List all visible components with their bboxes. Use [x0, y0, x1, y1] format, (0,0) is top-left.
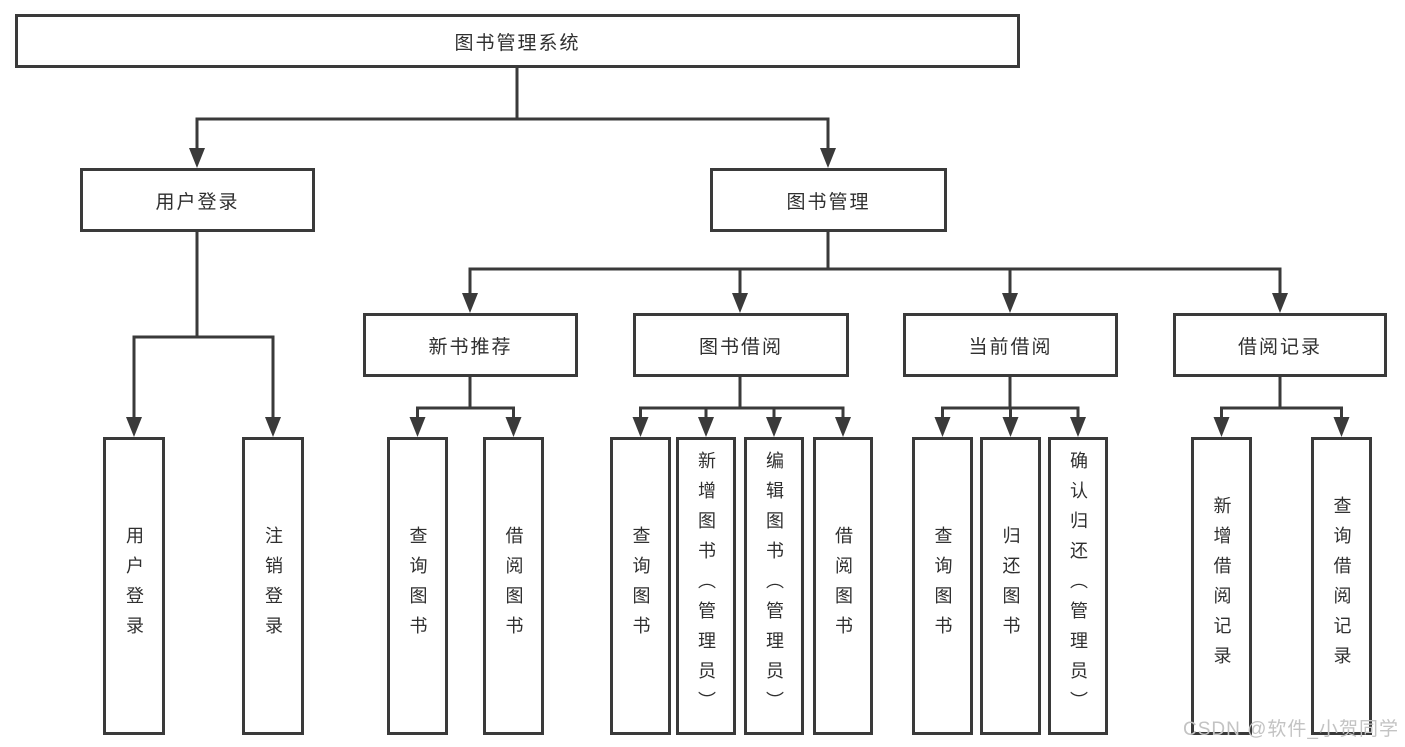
csdn-watermark: CSDN @软件_小贺同学 [1183, 719, 1399, 740]
leaf-borrow-books: 借阅图书 [813, 437, 873, 735]
leaf-confirm-return-admin: 确认归还（管理员） [1048, 437, 1108, 735]
leaf-add-borrow-record: 新增借阅记录 [1191, 437, 1252, 735]
leaf-label: 查询图书 [407, 526, 428, 646]
node-book-borrow: 图书借阅 [633, 313, 849, 377]
node-root-label: 图书管理系统 [454, 32, 581, 54]
leaf-label: 借阅图书 [503, 526, 524, 646]
leaf-edit-books-admin: 编辑图书（管理员） [744, 437, 804, 735]
leaf-label: 用户登录 [124, 526, 144, 646]
node-label: 新书推荐 [428, 336, 513, 358]
leaf-label: 借阅图书 [833, 526, 853, 646]
arrowheads [126, 148, 1350, 437]
node-new-book-recommend: 新书推荐 [363, 313, 578, 377]
leaf-label: 新增图书（管理员） [696, 451, 716, 721]
leaf-label: 编辑图书（管理员） [764, 451, 784, 721]
node-root-system: 图书管理系统 [15, 14, 1020, 68]
leaf-query-books-current: 查询图书 [912, 437, 973, 735]
leaf-label: 新增借阅记录 [1211, 496, 1232, 676]
leaf-label: 确认归还（管理员） [1068, 451, 1088, 721]
leaf-label: 归还图书 [1000, 526, 1021, 646]
node-label: 当前借阅 [968, 336, 1053, 358]
leaf-query-books-borrow: 查询图书 [610, 437, 671, 735]
node-label: 用户登录 [155, 191, 240, 213]
node-borrow-records: 借阅记录 [1173, 313, 1387, 377]
node-label: 图书借阅 [698, 336, 783, 358]
node-label: 图书管理 [786, 191, 871, 213]
leaf-borrow-books-recommend: 借阅图书 [483, 437, 544, 735]
leaf-add-books-admin: 新增图书（管理员） [676, 437, 736, 735]
leaf-label: 查询图书 [932, 526, 953, 646]
leaf-label: 查询图书 [630, 526, 651, 646]
node-user-login-group: 用户登录 [80, 168, 315, 232]
leaf-logout: 注销登录 [242, 437, 304, 735]
leaf-return-books: 归还图书 [980, 437, 1041, 735]
leaf-label: 查询借阅记录 [1331, 496, 1352, 676]
node-current-borrow: 当前借阅 [903, 313, 1118, 377]
node-book-management: 图书管理 [710, 168, 947, 232]
node-label: 借阅记录 [1237, 336, 1322, 358]
leaf-label: 注销登录 [263, 526, 283, 646]
leaf-user-login: 用户登录 [103, 437, 165, 735]
leaf-query-borrow-record: 查询借阅记录 [1311, 437, 1372, 735]
leaf-query-books-recommend: 查询图书 [387, 437, 448, 735]
